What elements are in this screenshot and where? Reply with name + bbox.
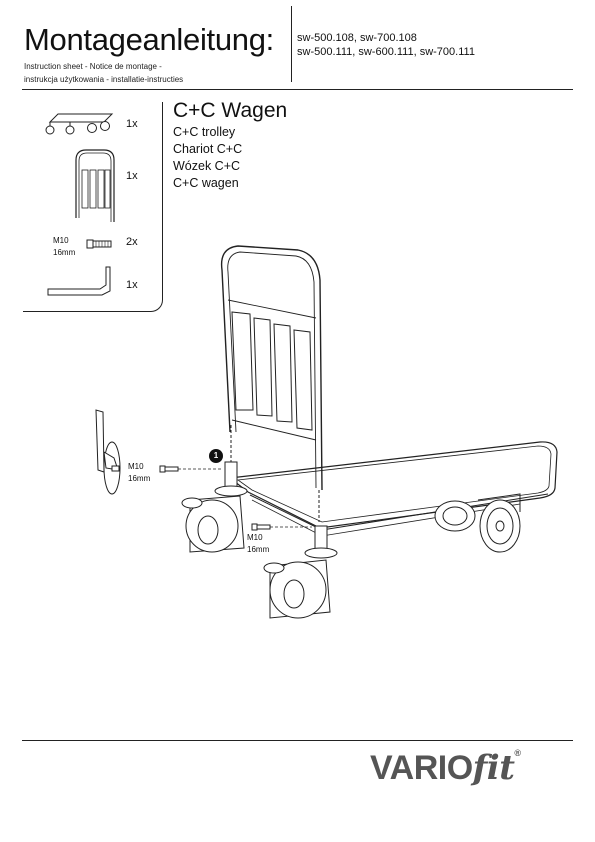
diagram-bolt1-wrench: 16mm <box>128 474 151 483</box>
product-name-de: C+C Wagen <box>173 99 288 122</box>
bolt-wrench-label: 16mm <box>53 248 76 257</box>
allen-key-qty: 1x <box>126 279 138 291</box>
logo-vario-text: VARIO <box>370 749 473 787</box>
variofit-logo: VARIOfit® <box>370 748 521 788</box>
product-name-en: C+C trolley <box>173 125 236 139</box>
allen-key-part-icon <box>47 266 111 296</box>
product-name-pl: Wózek C+C <box>173 159 241 173</box>
logo-fit-text: fit <box>472 748 515 788</box>
bolt-qty: 2x <box>126 236 138 248</box>
diagram-bolt-2 <box>251 523 271 531</box>
subtitle-line-2: instrukcja użytkowania - installatie-ins… <box>24 75 184 84</box>
model-numbers-line-1: sw-500.108, sw-700.108 <box>297 32 417 44</box>
bolt-part-icon <box>86 239 112 249</box>
diagram-bolt-1 <box>159 465 179 473</box>
header-divider <box>291 6 292 82</box>
bolt-size-label: M10 <box>53 236 69 245</box>
product-name-fr: Chariot C+C <box>173 142 243 156</box>
handle-part-icon <box>75 149 115 222</box>
subtitle-line-1: Instruction sheet - Notice de montage - <box>24 62 162 71</box>
step-number-badge: 1 <box>213 451 219 460</box>
diagram-bolt2-size: M10 <box>247 533 263 542</box>
diagram-bolt1-size: M10 <box>128 462 144 471</box>
page-title: Montageanleitung: <box>24 22 274 57</box>
diagram-bolt2-wrench: 16mm <box>247 545 270 554</box>
handle-qty: 1x <box>126 170 138 182</box>
parts-list-box <box>23 102 163 312</box>
logo-registered-mark: ® <box>514 748 521 758</box>
base-frame-qty: 1x <box>126 118 138 130</box>
footer-rule <box>22 740 573 741</box>
base-frame-part-icon <box>45 113 114 135</box>
header-rule <box>22 89 573 90</box>
model-numbers-line-2: sw-500.111, sw-600.111, sw-700.111 <box>297 46 475 58</box>
product-name-nl: C+C wagen <box>173 176 239 190</box>
